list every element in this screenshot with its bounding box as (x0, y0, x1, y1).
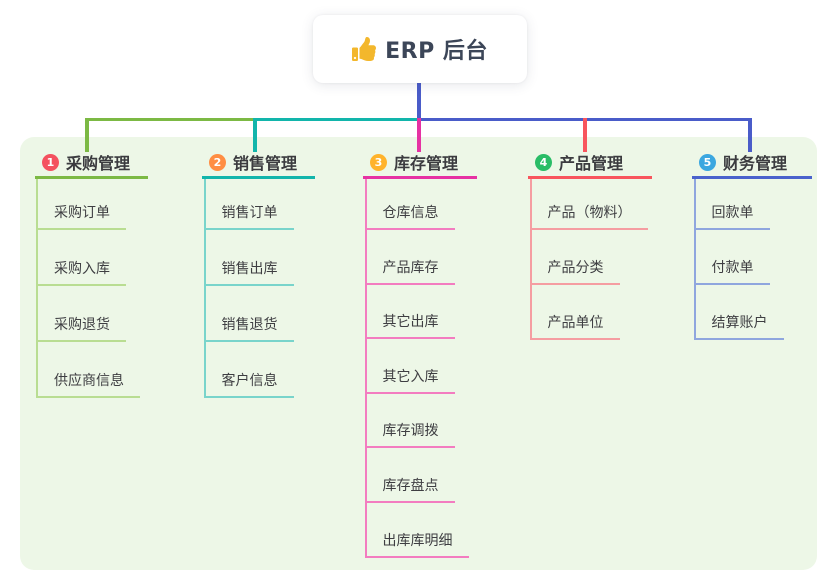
branch-label: 产品管理 (559, 154, 624, 173)
child-node-label: 销售订单 (221, 205, 278, 221)
branch-header-5[interactable]: 5 财务管理 (692, 150, 812, 179)
child-node-label: 其它入库 (382, 368, 439, 385)
child-node-label: 回款单 (711, 205, 754, 221)
child-node[interactable]: 供应商信息 (36, 370, 140, 398)
child-node[interactable]: 客户信息 (203, 370, 294, 398)
child-node[interactable]: 销售退货 (203, 314, 294, 342)
child-node[interactable]: 产品库存 (364, 257, 455, 285)
child-node-label: 库存盘点 (382, 478, 439, 494)
child-node[interactable]: 销售出库 (203, 258, 294, 286)
branch-child-connector (203, 179, 206, 398)
child-node[interactable]: 库存盘点 (364, 475, 455, 503)
child-node[interactable]: 采购退货 (36, 314, 126, 342)
branch-label: 销售管理 (233, 154, 298, 173)
child-node[interactable]: 采购订单 (36, 202, 126, 230)
branches-panel (20, 137, 817, 570)
thumbs-up-icon (352, 37, 377, 61)
child-node-label: 结算账户 (711, 315, 768, 331)
child-node-label: 产品库存 (382, 259, 439, 276)
branch-number-badge: 3 (370, 153, 387, 171)
child-node-label: 采购退货 (54, 317, 110, 333)
branch-drop-line (417, 117, 421, 152)
child-node-label: 客户信息 (221, 373, 278, 389)
child-node[interactable]: 出库库明细 (364, 530, 469, 558)
branch-number-badge: 4 (535, 153, 552, 171)
child-node[interactable]: 回款单 (693, 202, 770, 230)
child-node-label: 付款单 (711, 260, 754, 276)
child-node[interactable]: 仓库信息 (364, 202, 455, 230)
branch-header-2[interactable]: 2 销售管理 (202, 150, 315, 179)
child-node[interactable]: 产品（物料） (529, 202, 648, 230)
branch-drop-line (85, 117, 89, 152)
root-label: ERP 后台 (385, 39, 488, 64)
branch-header-4[interactable]: 4 产品管理 (528, 150, 652, 179)
branch-drop-line (253, 117, 257, 152)
root-connector-line (416, 83, 421, 121)
child-node-label: 销售退货 (221, 317, 278, 333)
branch-header-3[interactable]: 3 库存管理 (363, 150, 477, 179)
child-node[interactable]: 采购入库 (36, 258, 126, 286)
child-node-label: 供应商信息 (54, 373, 124, 389)
child-node-label: 出库库明细 (382, 532, 453, 549)
child-node[interactable]: 其它入库 (364, 366, 455, 394)
branch-child-connector (36, 179, 38, 398)
child-node-label: 产品分类 (547, 260, 604, 276)
branch-header-1[interactable]: 1 采购管理 (35, 150, 148, 179)
branch-number-badge: 2 (209, 153, 226, 171)
branch-drop-line (748, 117, 752, 152)
branch-drop-line (583, 117, 587, 152)
child-node[interactable]: 其它出库 (364, 311, 455, 340)
branch-label: 采购管理 (66, 154, 131, 173)
child-node[interactable]: 结算账户 (693, 312, 784, 340)
root-node[interactable]: ERP 后台 (313, 15, 527, 83)
child-node-label: 销售出库 (221, 261, 278, 277)
child-node-label: 库存调拨 (382, 423, 439, 440)
bus-line-segment (253, 117, 421, 121)
child-node[interactable]: 库存调拨 (364, 420, 455, 449)
child-node-label: 其它出库 (382, 314, 439, 331)
child-node[interactable]: 产品分类 (529, 257, 620, 285)
branch-number-badge: 1 (42, 153, 59, 171)
child-node-label: 仓库信息 (382, 205, 439, 221)
child-node-label: 产品（物料） (547, 205, 632, 221)
child-node[interactable]: 付款单 (693, 257, 770, 285)
branch-child-connector (529, 179, 532, 340)
child-node-label: 采购订单 (54, 205, 110, 221)
child-node[interactable]: 销售订单 (203, 202, 294, 230)
branch-child-connector (693, 179, 696, 340)
bus-line-segment (85, 117, 257, 121)
child-node-label: 采购入库 (54, 261, 110, 277)
branch-label: 库存管理 (394, 154, 459, 173)
branch-number-badge: 5 (699, 153, 716, 171)
branch-label: 财务管理 (723, 154, 788, 173)
child-node-label: 产品单位 (547, 315, 604, 331)
branch-child-connector (364, 179, 367, 558)
child-node[interactable]: 产品单位 (529, 312, 620, 340)
